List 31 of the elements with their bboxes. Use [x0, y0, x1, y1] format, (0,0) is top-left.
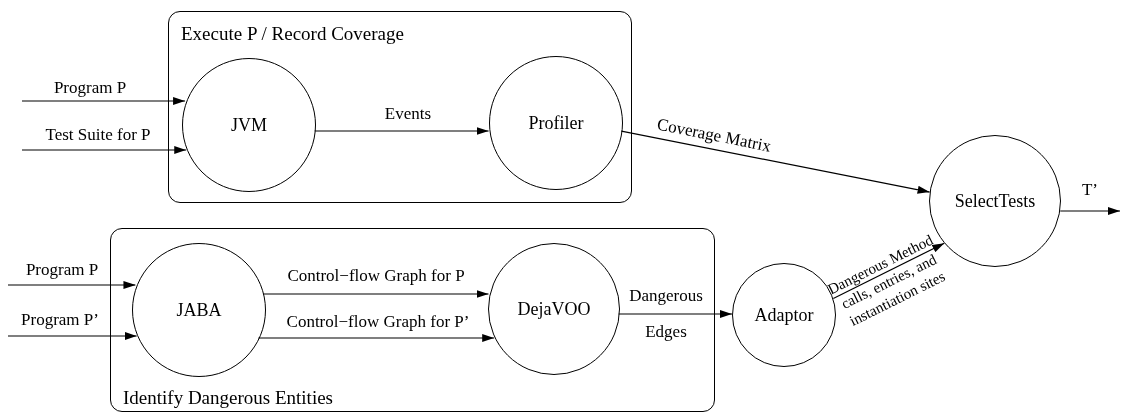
group-title: Execute P / Record Coverage — [181, 24, 404, 43]
arrow — [314, 127, 490, 135]
edge-label: Test Suite for P — [45, 125, 151, 145]
group-frame — [168, 11, 632, 203]
edge-label: Control−flow Graph for P — [287, 266, 465, 286]
arrow — [21, 146, 187, 154]
arrow — [618, 310, 733, 318]
process-label: SelectTests — [954, 189, 1036, 213]
edge-label: Control−flow Graph for P’ — [286, 312, 470, 332]
arrow — [832, 242, 945, 300]
arrow — [7, 281, 137, 289]
edge-label: Program P’ — [21, 310, 99, 330]
arrow — [262, 290, 490, 298]
arrow — [21, 97, 186, 105]
edge-label: Events — [384, 104, 432, 124]
process-label: JABA — [176, 298, 222, 322]
edge-label: Program P — [53, 78, 127, 98]
arrow — [257, 334, 495, 342]
edge-label: Dangerous Edges — [628, 285, 704, 343]
edge-label: Program P — [25, 260, 99, 280]
arrow — [620, 130, 931, 194]
process-label: JVM — [231, 113, 267, 137]
edge-label: T’ — [1082, 180, 1098, 200]
arrow — [7, 332, 138, 340]
process-label: Adaptor — [754, 303, 814, 327]
process-label: Profiler — [528, 111, 584, 135]
group-title: Identify Dangerous Entities — [123, 388, 333, 407]
process-label: DejaVOO — [517, 297, 591, 321]
edge-label: Coverage Matrix — [655, 115, 773, 157]
group-frame — [110, 228, 715, 412]
arrow — [1059, 207, 1121, 215]
